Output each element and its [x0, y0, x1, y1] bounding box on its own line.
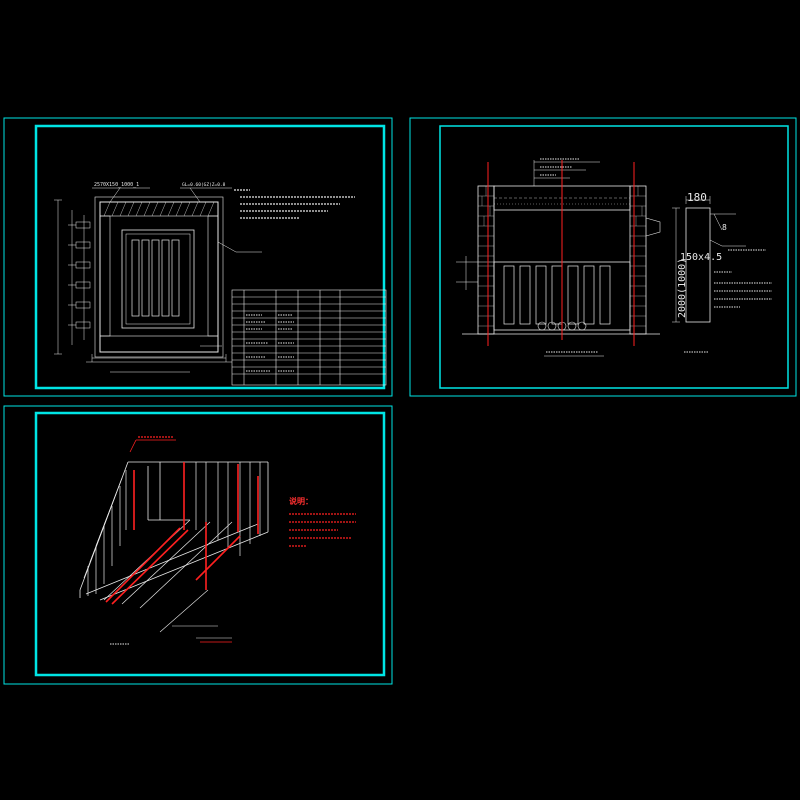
- elevation-drawing: [456, 158, 708, 357]
- red-notes-block: 说明：: [289, 496, 356, 547]
- notes-block: [234, 189, 355, 219]
- section-width-dim: 180: [687, 191, 707, 204]
- callout-left-label: 2570X150_1000_1: [94, 182, 139, 188]
- section-notes-block: [714, 249, 772, 308]
- panel-top-left-frame: [3, 117, 393, 397]
- isometric-drawing: [79, 436, 269, 645]
- panel-top-right-frame: [409, 117, 797, 397]
- plan-view-drawing: 2570X150_1000_1 GL=0.60(GZ)Z=0.8: [54, 182, 355, 373]
- section-size-label: 150x4.5: [680, 252, 722, 263]
- schedule-table: [231, 289, 387, 386]
- schedule-table-glyphs: [246, 314, 294, 372]
- section-height-dim: 2000(1000): [677, 258, 688, 318]
- callout-right-label: GL=0.60(GZ)Z=0.8: [182, 182, 226, 188]
- panel-bottom-left-frame: [3, 405, 393, 685]
- section-angle-label: 8: [722, 223, 727, 232]
- notes-title: 说明：: [289, 496, 313, 506]
- section-detail-drawing: 180 2000(1000) 150x4.5 8: [672, 191, 772, 323]
